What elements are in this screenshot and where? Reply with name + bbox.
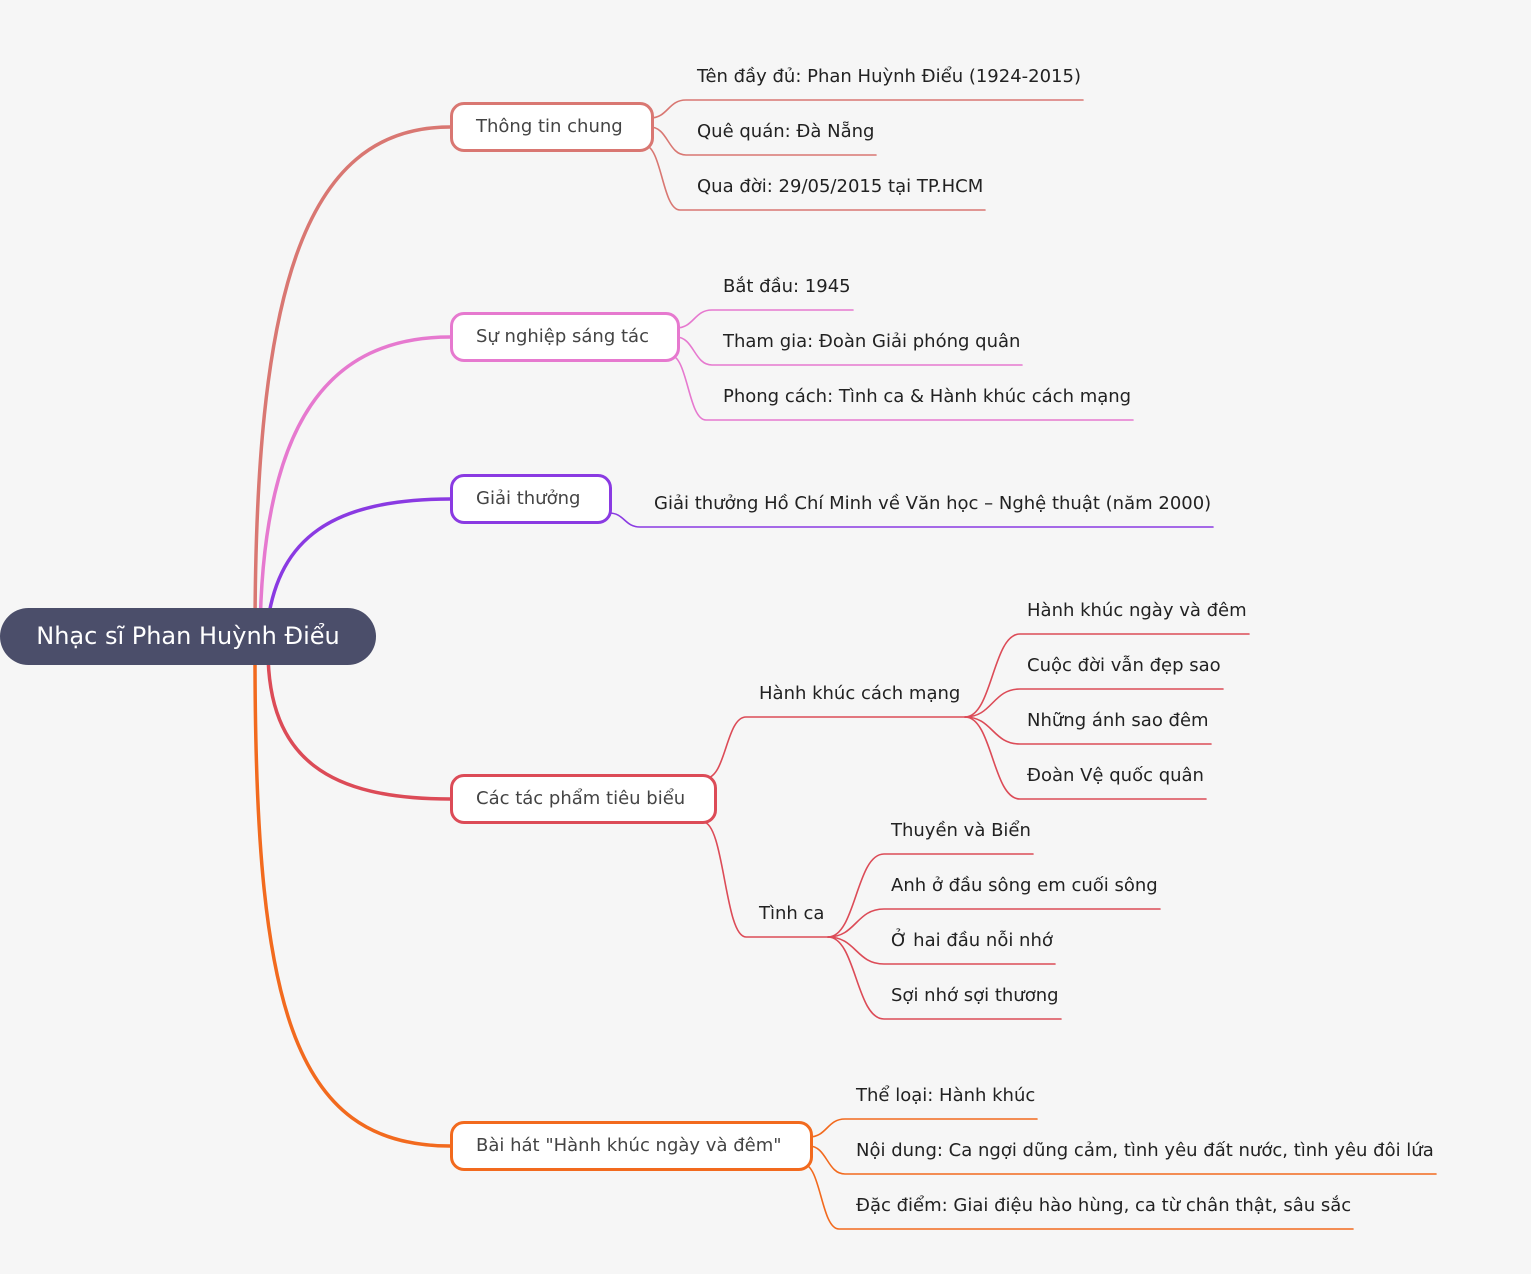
central-topic[interactable]: Nhạc sĩ Phan Huỳnh Điểu: [0, 608, 376, 665]
link-root-branch-2: [258, 335, 452, 638]
leaf-nhung-anh-sao-dem[interactable]: Những ánh sao đêm: [1027, 710, 1209, 731]
link-leaf-2-1: [675, 309, 854, 329]
branch-su-nghiep[interactable]: Sự nghiệp sáng tác: [450, 312, 680, 362]
leaf-anh-o-dau-song[interactable]: Anh ở đầu sông em cuối sông: [891, 875, 1158, 896]
link-root-branch-4: [266, 648, 452, 801]
leaf-cuoc-doi-van-dep-sao[interactable]: Cuộc đời vẫn đẹp sao: [1027, 655, 1221, 676]
link-leaf-1-1: [649, 99, 1084, 119]
link-leaf-3-1: [608, 512, 1214, 528]
branch-tac-pham[interactable]: Các tác phẩm tiêu biểu: [450, 774, 717, 824]
leaf-soi-nho-soi-thuong[interactable]: Sợi nhớ sợi thương: [891, 985, 1059, 1006]
leaf-o-hai-dau-noi-nho[interactable]: Ở hai đầu nỗi nhớ: [891, 930, 1053, 951]
link-root-branch-3: [266, 497, 452, 622]
leaf-giai-thuong-hcm[interactable]: Giải thưởng Hồ Chí Minh về Văn học – Ngh…: [654, 493, 1212, 514]
leaf-hanh-khuc-ngay-va-dem[interactable]: Hành khúc ngày và đêm: [1027, 600, 1247, 621]
group-hanh-khuc-cach-mang[interactable]: Hành khúc cách mạng: [759, 683, 961, 704]
leaf-que-quan[interactable]: Quê quán: Đà Nẵng: [697, 121, 875, 142]
group-tinh-ca[interactable]: Tình ca: [759, 903, 825, 924]
branch-thong-tin-chung[interactable]: Thông tin chung: [450, 102, 654, 152]
leaf-qua-doi[interactable]: Qua đời: 29/05/2015 tại TP.HCM: [697, 176, 984, 197]
leaf-phong-cach[interactable]: Phong cách: Tình ca & Hành khúc cách mạn…: [723, 386, 1132, 407]
leaf-dac-diem[interactable]: Đặc điểm: Giai điệu hào hùng, ca từ chân…: [856, 1195, 1352, 1216]
branch-giai-thuong[interactable]: Giải thưởng: [450, 474, 612, 524]
leaf-tham-gia[interactable]: Tham gia: Đoàn Giải phóng quân: [723, 331, 1021, 352]
link-root-branch-1: [253, 125, 452, 638]
leaf-thuyen-va-bien[interactable]: Thuyền và Biển: [891, 820, 1031, 841]
leaf-ten-day-du[interactable]: Tên đầy đủ: Phan Huỳnh Điểu (1924-2015): [697, 66, 1081, 87]
leaf-doan-ve-quoc-quan[interactable]: Đoàn Vệ quốc quân: [1027, 765, 1204, 786]
link-group-4-1: [705, 716, 966, 779]
link-leaf-5-1: [808, 1118, 1038, 1138]
leaf-noi-dung[interactable]: Nội dung: Ca ngợi dũng cảm, tình yêu đất…: [856, 1140, 1434, 1161]
link-root-branch-5: [253, 653, 452, 1148]
leaf-the-loai[interactable]: Thể loại: Hành khúc: [856, 1085, 1036, 1106]
branch-bai-hat[interactable]: Bài hát "Hành khúc ngày và đêm": [450, 1121, 813, 1171]
leaf-bat-dau[interactable]: Bắt đầu: 1945: [723, 276, 851, 297]
